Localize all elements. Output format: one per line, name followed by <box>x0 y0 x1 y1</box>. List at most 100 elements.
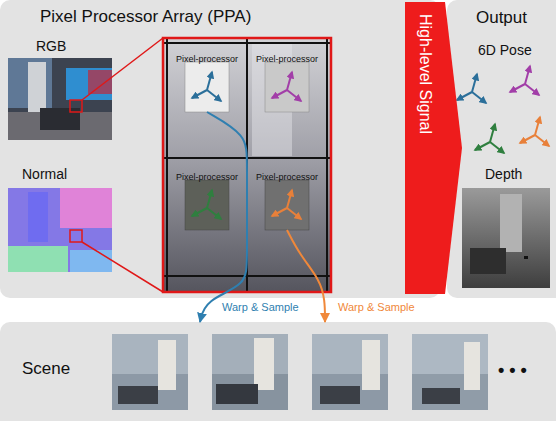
image-dot <box>524 256 528 259</box>
image-ground <box>8 188 112 272</box>
zoom-line <box>82 242 163 292</box>
pixel-square <box>265 180 309 230</box>
frame-door <box>254 338 274 390</box>
node-label: Scene <box>22 359 70 379</box>
signal-label: High-level Signal <box>416 14 434 134</box>
input-label: RGB <box>36 38 66 54</box>
frame-ground <box>412 334 488 410</box>
frame-ground <box>312 334 388 410</box>
warp-arrow <box>200 112 247 322</box>
axis-arrow <box>490 124 495 142</box>
pose-axes <box>510 66 539 95</box>
axis-arrow <box>472 74 477 92</box>
frame-wall <box>212 334 288 374</box>
image-patch <box>70 250 112 272</box>
grid-line <box>166 38 168 292</box>
frame-door <box>464 342 480 390</box>
image-ground <box>462 188 550 288</box>
pixel-square <box>185 62 229 112</box>
axis-arrow <box>287 90 301 101</box>
scene-frame <box>112 334 188 410</box>
axis-arrow <box>207 72 212 90</box>
axis-arrow <box>287 208 301 219</box>
pose-axes <box>475 124 504 153</box>
zoom-line <box>82 38 163 100</box>
zoom-box <box>70 100 82 112</box>
scene-panel-ground <box>0 322 556 421</box>
frame-couch <box>422 388 460 404</box>
axis-arrow <box>192 90 207 98</box>
frame-couch <box>216 384 258 404</box>
signal-arrow: High-level Signal <box>405 0 462 296</box>
zoom-box <box>70 230 82 242</box>
image-couch <box>470 248 506 274</box>
axis-arrow <box>272 208 287 216</box>
frame-couch <box>320 386 360 404</box>
depth-image <box>462 188 550 288</box>
pixel-processor: Pixel-processor <box>252 166 322 230</box>
axis-arrow <box>525 84 539 95</box>
image-patch <box>60 188 112 228</box>
output-label: 6D Pose <box>478 42 532 58</box>
pixel-square <box>185 180 229 230</box>
scene-frame <box>312 334 388 410</box>
pixel-processor: Pixel-processor <box>252 48 322 112</box>
ellipsis: • • • <box>498 360 527 381</box>
grid-line <box>326 38 328 292</box>
frame-couch <box>118 386 158 404</box>
array-panel-ground <box>0 0 440 298</box>
node-label: Output <box>476 8 527 28</box>
pixel-square <box>265 62 309 112</box>
edge-label: Warp & Sample <box>222 301 299 314</box>
axis-arrow <box>272 90 287 98</box>
axis-arrow <box>520 135 535 143</box>
axis-arrow <box>535 117 540 135</box>
axis-arrow <box>207 190 212 208</box>
grid-line <box>163 275 331 277</box>
pixel-processor: Pixel-processor <box>172 48 242 112</box>
image-ground <box>8 58 112 140</box>
image-light <box>88 70 112 94</box>
frame-door <box>158 340 176 390</box>
output-panel-ground <box>447 0 556 298</box>
axis-arrow <box>207 208 221 219</box>
arrow-body <box>405 2 462 294</box>
axis-arrow <box>192 208 207 216</box>
output-label: Depth <box>485 166 522 182</box>
normal-image <box>8 188 112 272</box>
axis-arrow <box>510 84 525 92</box>
rgb-image <box>8 58 112 140</box>
edge-label: Warp & Sample <box>338 301 415 314</box>
pose-axes <box>192 190 221 219</box>
node-label: Pixel-processor <box>176 172 238 183</box>
scene-panel: Scene <box>0 322 556 421</box>
image-door <box>500 194 522 252</box>
pose-axes <box>192 72 221 101</box>
axis-arrow <box>472 92 486 103</box>
pose-axes <box>272 190 301 219</box>
axis-arrow <box>475 142 490 150</box>
node-label: Pixel-processor <box>256 54 318 65</box>
axis-arrow <box>490 142 504 153</box>
image-patch <box>28 192 48 242</box>
pose-axes <box>520 117 549 146</box>
axis-arrow <box>207 90 221 101</box>
frame-ground <box>112 334 188 410</box>
input-label: Normal <box>22 166 67 182</box>
frame-wall <box>112 334 188 374</box>
axis-arrow <box>457 92 472 100</box>
node-label: Pixel Processor Array (PPA) <box>40 7 251 27</box>
node-label: Pixel-processor <box>176 54 238 65</box>
axis-arrow <box>525 66 530 84</box>
grid-line <box>163 42 331 44</box>
axis-arrow <box>535 135 549 146</box>
scene-frame <box>412 334 488 410</box>
axis-arrow <box>287 72 292 90</box>
pose-axes <box>457 74 486 103</box>
frame-ground <box>212 334 288 410</box>
image-patch <box>8 246 68 272</box>
scene-frame <box>212 334 288 410</box>
frame-door <box>362 340 380 390</box>
